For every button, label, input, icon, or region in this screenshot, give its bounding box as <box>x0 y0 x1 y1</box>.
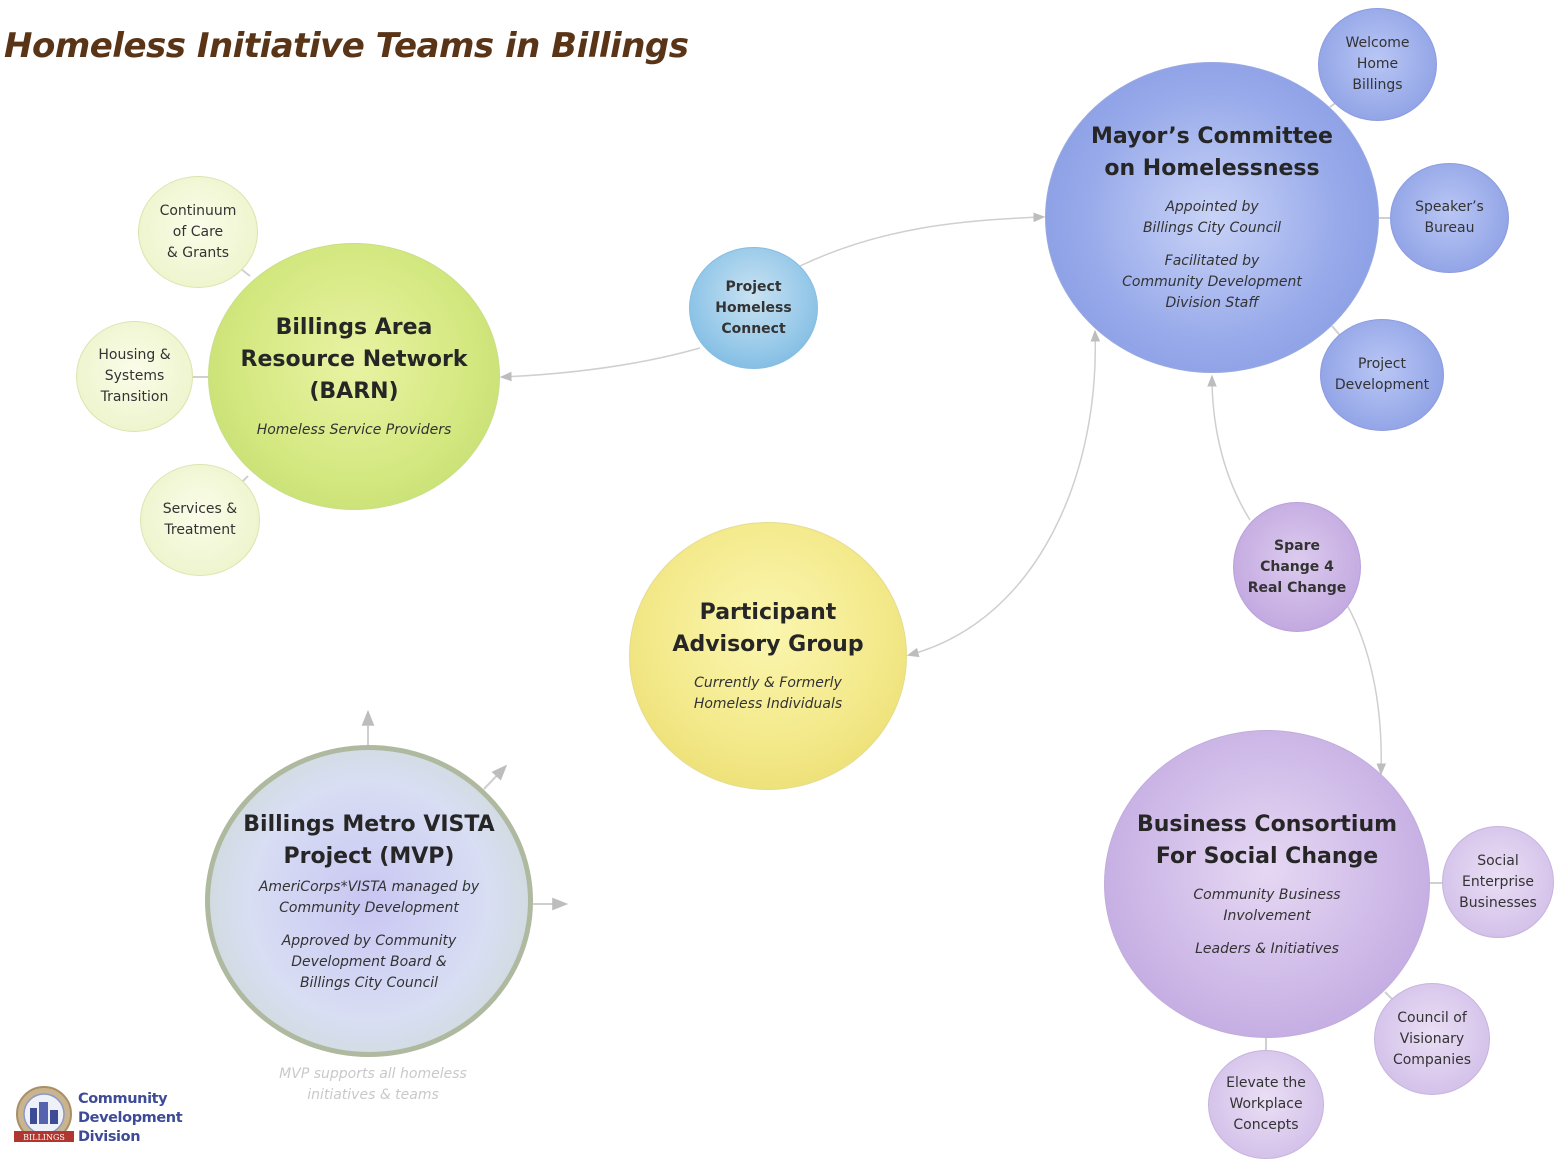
billings-seal-icon: BILLINGS <box>14 1086 74 1142</box>
mvp-title: Billings Metro VISTA Project (MVP) <box>243 811 495 869</box>
business-subtitle-leaders: Leaders & Initiatives <box>1195 940 1339 957</box>
services-label: Services & Treatment <box>162 501 238 538</box>
node-housing-systems-transition: Housing & Systems Transition <box>76 321 193 432</box>
svg-text:BILLINGS: BILLINGS <box>23 1133 65 1142</box>
projectdev-label: Project Development <box>1334 356 1430 393</box>
business-title: Business Consortium For Social Change <box>1136 811 1398 869</box>
arrow-spare-to-business <box>1346 604 1387 776</box>
continuum-label: Continuum of Care & Grants <box>159 202 237 261</box>
social-label: Social Enterprise Businesses <box>1459 852 1537 911</box>
barn-title: Billings Area Resource Network (BARN) <box>240 315 468 404</box>
community-development-logo: BILLINGS Community Development Division <box>8 1080 183 1154</box>
node-participant-advisory-group: Participant Advisory Group Currently & F… <box>629 522 907 790</box>
mayor-title: Mayor’s Committee on Homelessness <box>1091 124 1333 181</box>
pag-title: Participant Advisory Group <box>672 600 864 657</box>
page-title: Homeless Initiative Teams in Billings <box>4 26 689 66</box>
node-mayors-committee: Mayor’s Committee on Homelessness Appoin… <box>1045 62 1379 373</box>
welcome-label: Welcome Home Billings <box>1345 35 1410 93</box>
barn-subtitle: Homeless Service Providers <box>256 422 452 438</box>
node-council-of-visionary-companies: Council of Visionary Companies <box>1374 983 1490 1095</box>
housing-label: Housing & Systems Transition <box>98 347 171 405</box>
mvp-support-note: MVP supports all homeless initiatives & … <box>279 1066 467 1103</box>
node-business-consortium: Business Consortium For Social Change Co… <box>1104 730 1430 1038</box>
node-spare-change-4-real-change: Spare Change 4 Real Change <box>1233 502 1361 632</box>
arrow-spare-to-mayor <box>1207 374 1251 521</box>
elevate-label: Elevate the Workplace Concepts <box>1226 1075 1306 1133</box>
speakers-label: Speaker’s Bureau <box>1415 199 1484 236</box>
arrow-mayor-pag <box>906 329 1101 658</box>
node-project-homeless-connect: Project Homeless Connect <box>689 247 818 369</box>
phc-label: Project Homeless Connect <box>715 278 792 337</box>
node-speakers-bureau: Speaker’s Bureau <box>1390 163 1509 273</box>
node-social-enterprise-businesses: Social Enterprise Businesses <box>1442 826 1554 938</box>
business-subtitle-involvement: Community Business Involvement <box>1193 886 1341 924</box>
node-elevate-the-workplace: Elevate the Workplace Concepts <box>1208 1050 1324 1159</box>
arrow-mvp-upright <box>483 764 508 790</box>
node-barn: Billings Area Resource Network (BARN) Ho… <box>208 243 500 510</box>
logo-text: Community Development Division <box>78 1091 183 1145</box>
node-services-treatment: Services & Treatment <box>140 464 260 576</box>
arrow-phc-to-mayor <box>799 212 1046 267</box>
node-project-development: Project Development <box>1320 319 1444 431</box>
mvp-subtitle-managed: AmeriCorps*VISTA managed by Community De… <box>258 878 480 916</box>
arrow-phc-to-barn <box>499 347 701 382</box>
node-billings-metro-vista: Billings Metro VISTA Project (MVP) Ameri… <box>205 745 533 1057</box>
mayor-subtitle-appointed: Appointed by Billings City Council <box>1142 199 1282 236</box>
spare-label: Spare Change 4 Real Change <box>1247 537 1347 596</box>
pag-subtitle: Currently & Formerly Homeless Individual… <box>693 675 843 712</box>
node-continuum-of-care: Continuum of Care & Grants <box>138 176 258 288</box>
mvp-subtitle-approved: Approved by Community Development Board … <box>281 932 457 991</box>
council-label: Council of Visionary Companies <box>1392 1009 1472 1068</box>
node-welcome-home-billings: Welcome Home Billings <box>1318 8 1437 121</box>
mayor-subtitle-facilitated: Facilitated by Community Development Div… <box>1122 253 1302 311</box>
